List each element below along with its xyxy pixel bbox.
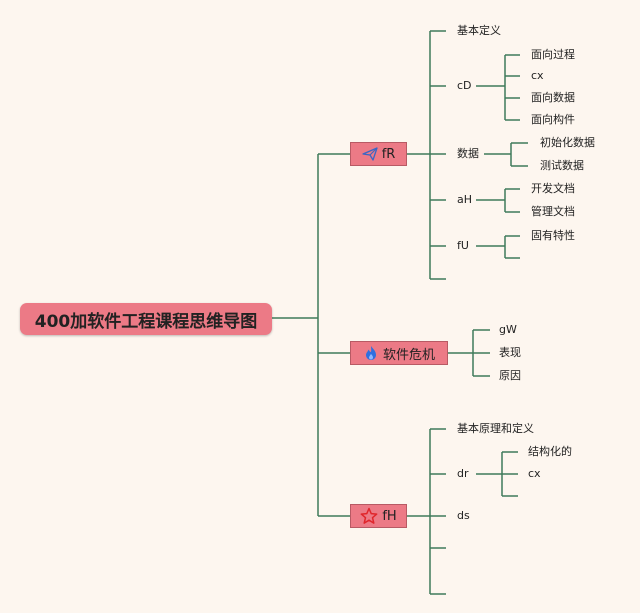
branch-label-3: fH — [382, 508, 397, 524]
node-b1-ah[interactable]: aH — [457, 193, 473, 206]
node-b3-dr[interactable]: dr — [457, 467, 469, 480]
branch-label-1: fR — [381, 146, 396, 162]
node-b1-basic-definition[interactable]: 基本定义 — [457, 24, 501, 37]
node-cd-3[interactable]: 面向数据 — [531, 91, 575, 104]
node-data-1[interactable]: 初始化数据 — [540, 136, 595, 149]
node-fu-1[interactable]: 固有特性 — [531, 229, 575, 242]
node-b2-symptoms[interactable]: 表现 — [499, 346, 521, 359]
node-b3-principles[interactable]: 基本原理和定义 — [457, 422, 534, 435]
branch-node-1[interactable]: fR — [350, 142, 407, 166]
node-cd-4[interactable]: 面向构件 — [531, 113, 575, 126]
paper-plane-icon — [362, 146, 378, 162]
node-dr-1[interactable]: 结构化的 — [528, 445, 572, 458]
node-cd-1[interactable]: 面向过程 — [531, 48, 575, 61]
root-title: 400加软件工程课程思维导图 — [34, 311, 258, 332]
node-b1-cd[interactable]: cD — [457, 79, 472, 92]
node-ah-1[interactable]: 开发文档 — [531, 182, 575, 195]
node-ah-2[interactable]: 管理文档 — [531, 205, 575, 218]
node-b1-fu[interactable]: fU — [457, 239, 469, 252]
branch-node-2[interactable]: 软件危机 — [350, 341, 448, 365]
node-b2-causes[interactable]: 原因 — [499, 369, 521, 382]
star-icon — [360, 507, 378, 525]
node-b1-data[interactable]: 数据 — [457, 147, 479, 160]
node-b2-gw[interactable]: gW — [499, 323, 517, 336]
node-b3-ds[interactable]: ds — [457, 509, 470, 522]
flame-icon — [363, 345, 379, 361]
node-dr-2[interactable]: cx — [528, 467, 541, 480]
root-node[interactable]: 400加软件工程课程思维导图 — [20, 303, 272, 335]
node-data-2[interactable]: 测试数据 — [540, 159, 584, 172]
node-cd-2[interactable]: cx — [531, 69, 544, 82]
branch-label-2: 软件危机 — [382, 347, 435, 363]
branch-node-3[interactable]: fH — [350, 504, 407, 528]
